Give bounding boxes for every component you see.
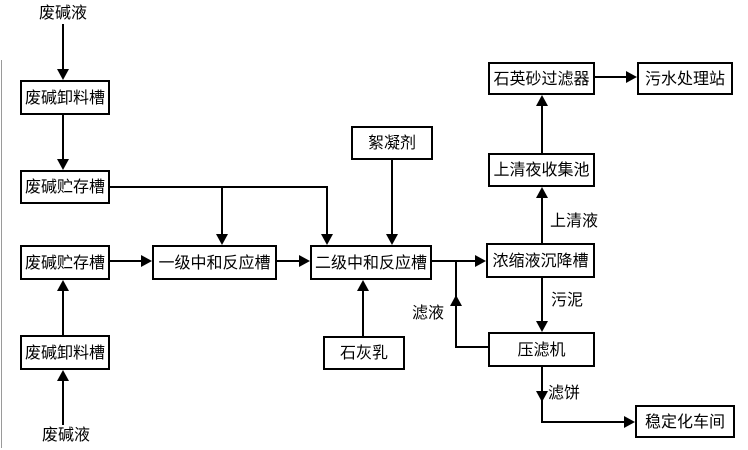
node-label: 污水处理站 [644, 68, 725, 88]
edge-line [110, 186, 328, 188]
arrow-right-icon [626, 71, 637, 83]
node-label: 二级中和反应槽 [314, 252, 427, 272]
edge-line [221, 186, 223, 234]
node-stabilization-workshop: 稳定化车间 [635, 405, 735, 438]
edge-line [455, 346, 488, 348]
node-label: 石英砂过滤器 [493, 68, 590, 88]
edge-label-filtrate: 滤液 [412, 303, 445, 322]
edge-label-cake: 滤饼 [548, 383, 581, 402]
arrow-right-icon [475, 255, 486, 267]
node-sewage-treatment-station: 污水处理站 [637, 62, 733, 95]
edge-line [110, 260, 141, 262]
scan-edge-artifact [1, 60, 2, 448]
node-label: 稳定化车间 [644, 411, 725, 431]
source-label-bottom: 废碱液 [42, 425, 91, 444]
edge-line [595, 76, 626, 78]
arrow-right-icon [141, 255, 152, 267]
arrow-up-icon [357, 280, 369, 291]
edge-line [541, 421, 624, 423]
edge-line [391, 160, 393, 234]
arrow-down-icon [536, 391, 548, 402]
arrow-down-icon [536, 321, 548, 332]
node-primary-neutralization-tank: 一级中和反应槽 [152, 245, 277, 280]
node-label: 一级中和反应槽 [158, 252, 271, 272]
arrow-up-icon [57, 280, 69, 291]
edge-line [277, 260, 299, 262]
node-waste-alkali-storage-tank-2: 废碱贮存槽 [20, 245, 110, 280]
node-label: 废碱卸料槽 [24, 87, 105, 107]
node-waste-alkali-unload-tank-2: 废碱卸料槽 [20, 335, 110, 370]
node-label: 上清夜收集池 [493, 160, 590, 179]
node-label: 废碱贮存槽 [24, 252, 105, 272]
edge-line [541, 106, 543, 153]
node-label: 废碱贮存槽 [24, 177, 105, 196]
node-label: 石灰乳 [339, 343, 388, 362]
node-label: 废碱卸料槽 [24, 342, 105, 362]
edge-line [62, 381, 64, 425]
arrow-down-icon [57, 159, 69, 170]
node-label: 压滤机 [517, 339, 566, 359]
edge-line [541, 198, 543, 243]
node-label: 絮凝剂 [367, 133, 416, 152]
arrow-down-icon [321, 234, 333, 245]
edge-line [62, 24, 64, 70]
edge-line [541, 278, 543, 321]
node-filter-press: 压滤机 [488, 332, 595, 367]
node-quartz-sand-filter: 石英砂过滤器 [488, 62, 595, 95]
arrow-up-icon [536, 187, 548, 198]
edge-label-sludge: 污泥 [551, 290, 584, 309]
edge-line [62, 115, 64, 160]
arrow-down-icon [57, 69, 69, 80]
arrow-down-icon [216, 234, 228, 245]
edge-line [62, 291, 64, 335]
arrow-up-icon [536, 95, 548, 106]
node-lime-milk: 石灰乳 [323, 336, 405, 370]
node-concentrate-settling-tank: 浓缩液沉降槽 [486, 243, 595, 278]
arrow-up-icon [57, 370, 69, 381]
arrow-down-icon [386, 234, 398, 245]
node-label: 浓缩液沉降槽 [492, 250, 589, 270]
edge-line [326, 186, 328, 234]
edge-line [432, 260, 475, 262]
arrow-right-icon [299, 255, 310, 267]
node-secondary-neutralization-tank: 二级中和反应槽 [310, 245, 432, 280]
arrow-right-icon [624, 416, 635, 428]
node-supernatant-collection-pool: 上清夜收集池 [488, 153, 595, 187]
node-flocculant: 絮凝剂 [351, 126, 433, 160]
arrow-up-icon [450, 295, 462, 306]
node-waste-alkali-unload-tank-1: 废碱卸料槽 [20, 80, 110, 115]
edge-line [362, 291, 364, 336]
source-label-top: 废碱液 [39, 3, 88, 22]
node-waste-alkali-storage-tank-1: 废碱贮存槽 [20, 170, 110, 204]
edge-label-supernatant: 上清液 [550, 211, 599, 230]
